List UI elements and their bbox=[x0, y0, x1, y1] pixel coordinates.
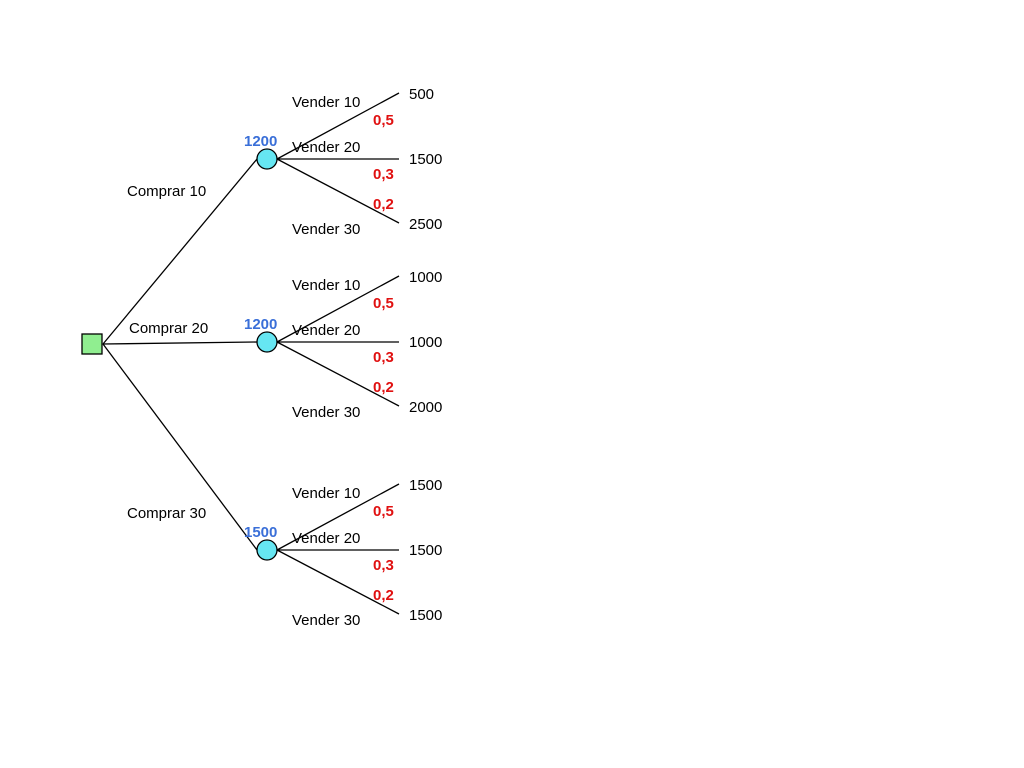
expected-value: 1200 bbox=[244, 316, 277, 333]
outcome-label: Vender 20 bbox=[292, 530, 360, 547]
payoff-value: 1500 bbox=[409, 477, 442, 494]
branch-label: Comprar 30 bbox=[127, 505, 206, 522]
decision-node bbox=[81, 333, 103, 355]
probability-label: 0,2 bbox=[373, 196, 394, 213]
chance-node bbox=[256, 331, 278, 353]
outcome-edge-2-1 bbox=[276, 275, 400, 343]
payoff-value: 1500 bbox=[409, 542, 442, 559]
expected-value: 1500 bbox=[244, 524, 277, 541]
probability-label: 0,3 bbox=[373, 166, 394, 183]
payoff-value: 1000 bbox=[409, 269, 442, 286]
probability-label: 0,3 bbox=[373, 557, 394, 574]
payoff-value: 2500 bbox=[409, 216, 442, 233]
probability-label: 0,5 bbox=[373, 295, 394, 312]
decision-edge-2 bbox=[102, 341, 258, 345]
outcome-label: Vender 30 bbox=[292, 404, 360, 421]
decision-edge-3 bbox=[102, 343, 258, 551]
payoff-value: 1000 bbox=[409, 334, 442, 351]
payoff-value: 2000 bbox=[409, 399, 442, 416]
decision-edge-1 bbox=[102, 158, 258, 345]
outcome-label: Vender 10 bbox=[292, 277, 360, 294]
branch-label: Comprar 20 bbox=[129, 320, 208, 337]
outcome-label: Vender 30 bbox=[292, 612, 360, 629]
chance-node bbox=[256, 539, 278, 561]
outcome-label: Vender 20 bbox=[292, 139, 360, 156]
expected-value: 1200 bbox=[244, 133, 277, 150]
payoff-value: 1500 bbox=[409, 151, 442, 168]
probability-label: 0,2 bbox=[373, 379, 394, 396]
outcome-label: Vender 20 bbox=[292, 322, 360, 339]
outcome-edge-1-3 bbox=[276, 158, 400, 224]
branch-label: Comprar 10 bbox=[127, 183, 206, 200]
outcome-edge-3-1 bbox=[276, 483, 400, 551]
probability-label: 0,5 bbox=[373, 112, 394, 129]
outcome-edge-3-3 bbox=[276, 549, 400, 615]
payoff-value: 500 bbox=[409, 86, 434, 103]
outcome-label: Vender 30 bbox=[292, 221, 360, 238]
probability-label: 0,3 bbox=[373, 349, 394, 366]
outcome-edge-1-1 bbox=[276, 92, 400, 160]
outcome-edge-2-3 bbox=[276, 341, 400, 407]
outcome-label: Vender 10 bbox=[292, 485, 360, 502]
outcome-label: Vender 10 bbox=[292, 94, 360, 111]
probability-label: 0,2 bbox=[373, 587, 394, 604]
chance-node bbox=[256, 148, 278, 170]
payoff-value: 1500 bbox=[409, 607, 442, 624]
probability-label: 0,5 bbox=[373, 503, 394, 520]
